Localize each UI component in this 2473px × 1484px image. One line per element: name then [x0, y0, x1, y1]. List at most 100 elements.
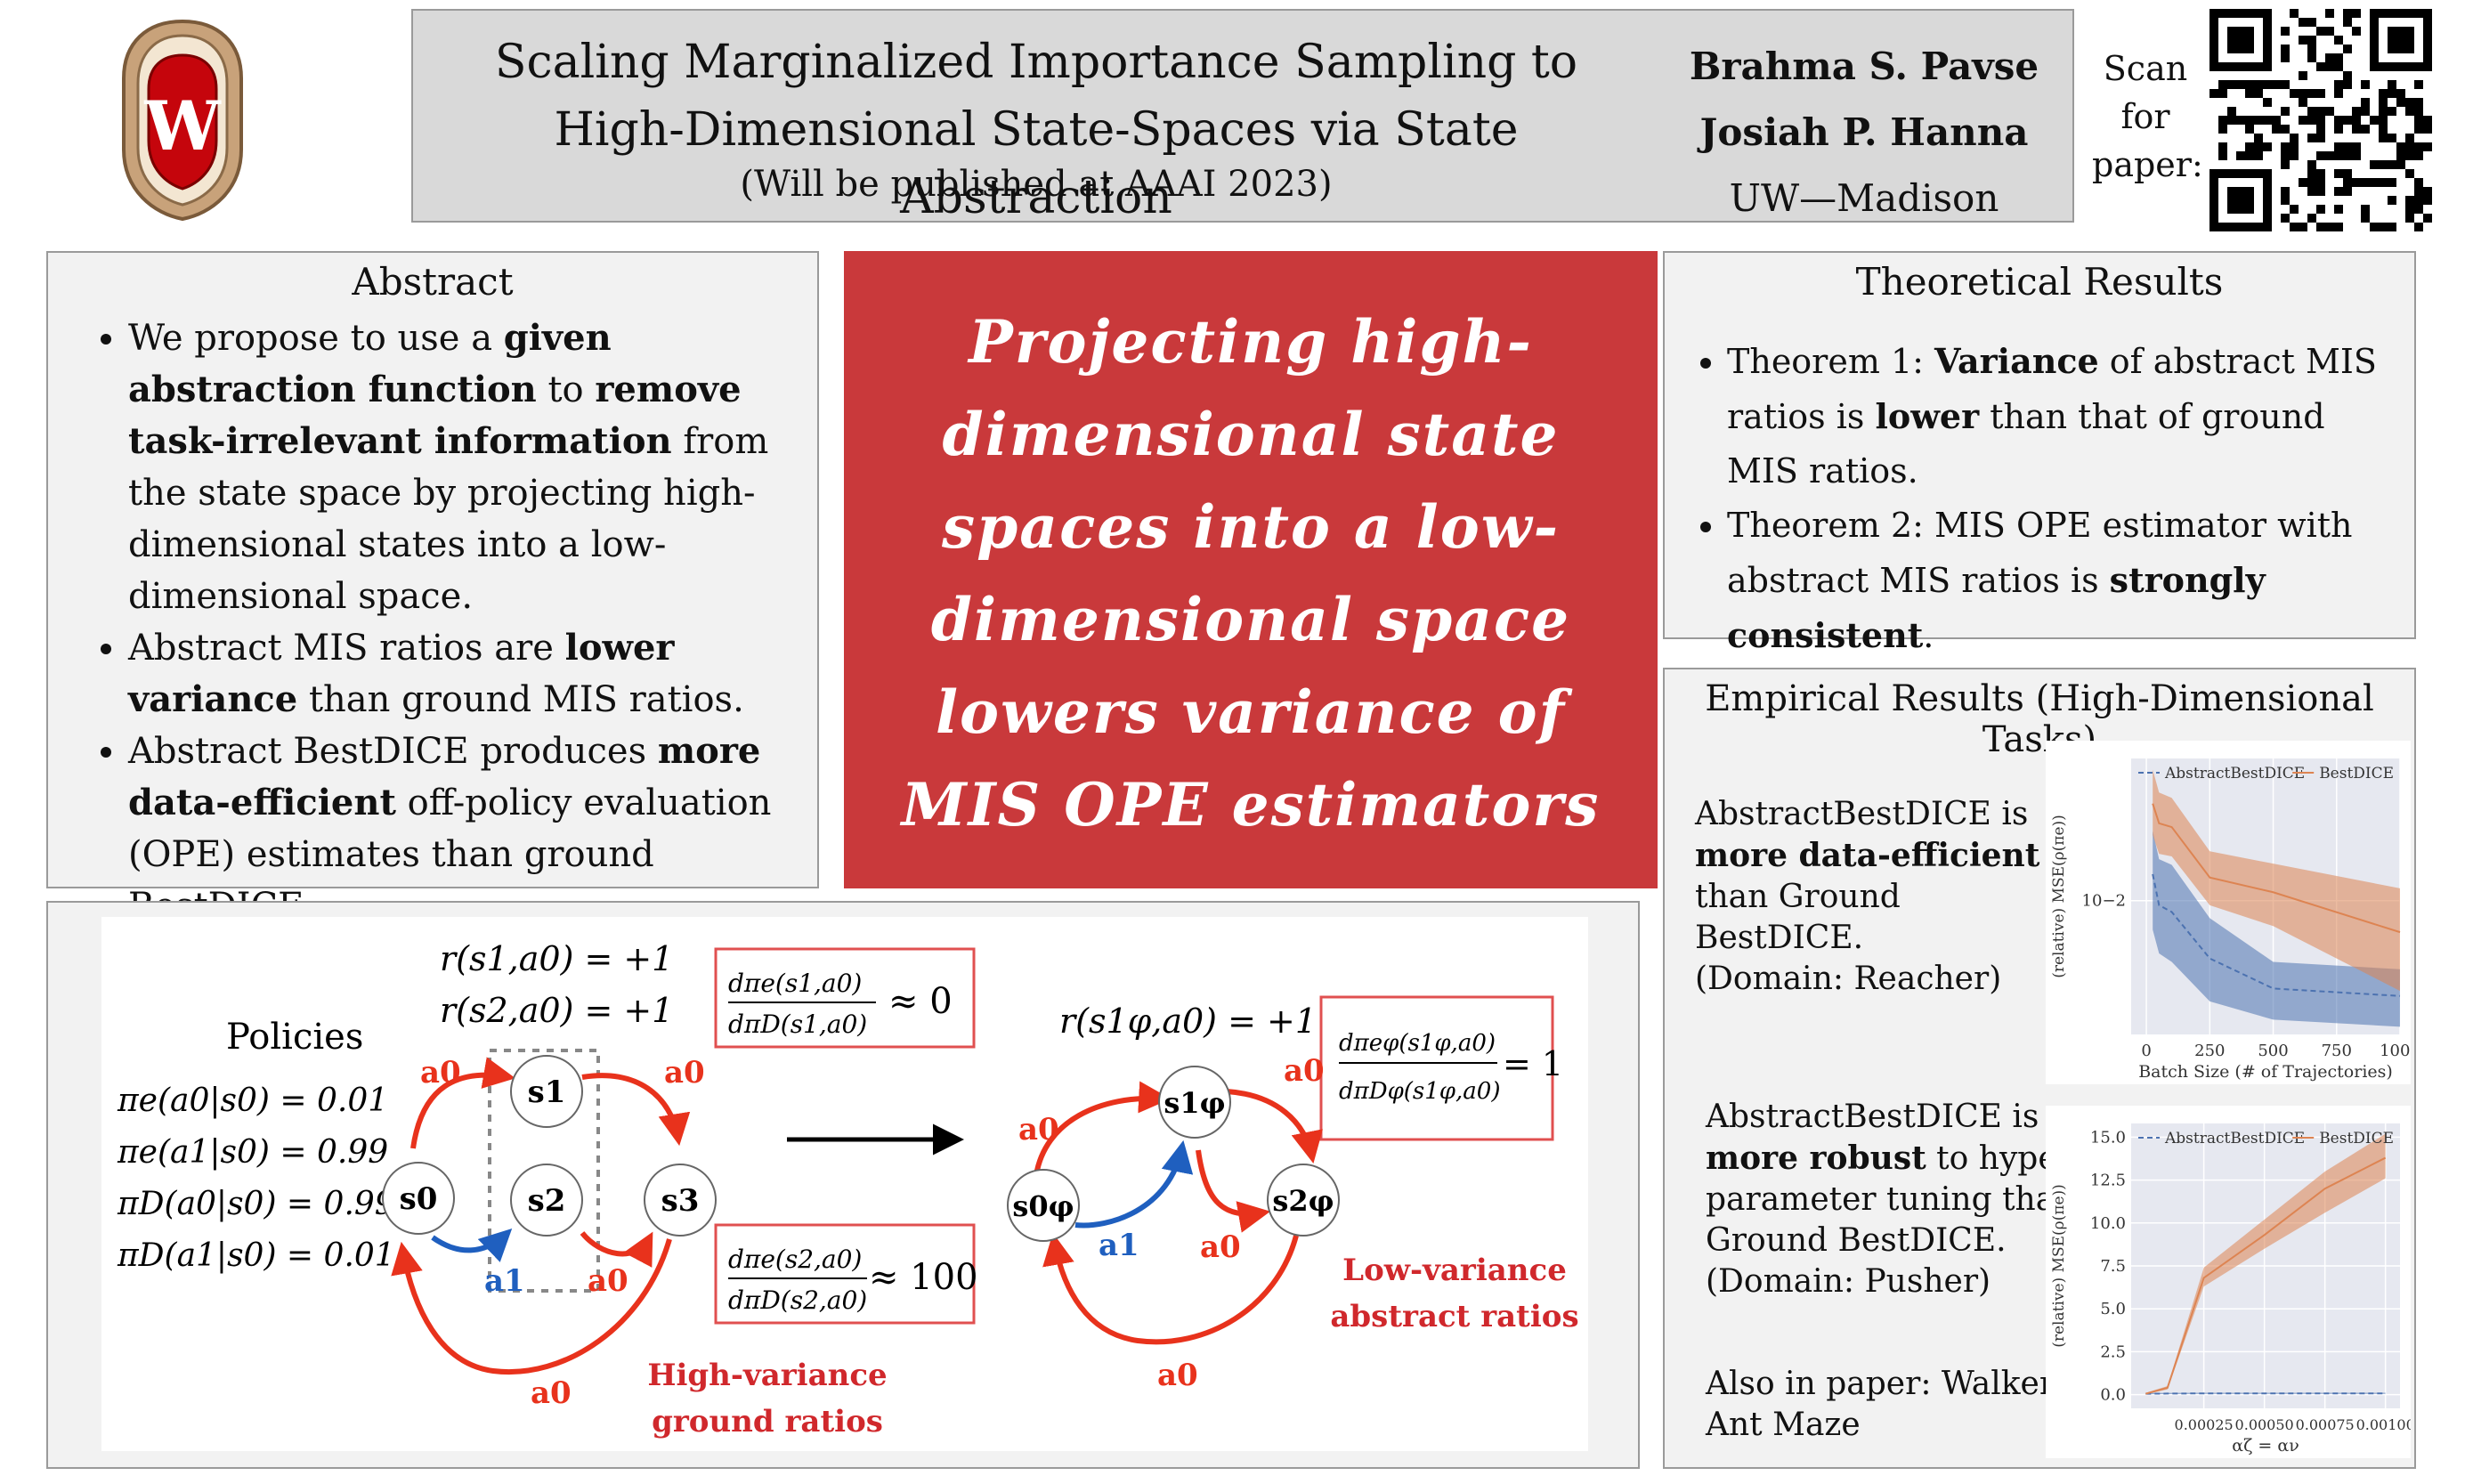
- theory-title: Theoretical Results: [1855, 260, 2224, 304]
- pusher-line-5: (Domain: Pusher): [1706, 1263, 1991, 1300]
- state-s3: s3: [661, 1183, 700, 1219]
- reacher-result-text: AbstractBestDICE is more data-efficient …: [1695, 794, 2069, 1000]
- y-axis-label: (relative) MSE(ρ(πe)): [2050, 1184, 2068, 1348]
- y-tick-label: 7.5: [2100, 1257, 2126, 1276]
- y-tick-label: 2.5: [2100, 1342, 2126, 1361]
- abstract-bullet-2: Abstract MIS ratios are lower variance t…: [128, 622, 782, 726]
- ratio-low-value: ≈ 0: [888, 981, 953, 1022]
- y-tick-label: 5.0: [2100, 1300, 2126, 1318]
- ratio-abs-den: dπDφ(s1φ,a0): [1339, 1078, 1500, 1105]
- qr-code-icon[interactable]: [2209, 9, 2432, 231]
- action-a0-label: a0: [1018, 1112, 1059, 1147]
- y-tick-label: 15.0: [2090, 1128, 2126, 1147]
- action-a1-label: a1: [484, 1263, 525, 1299]
- ratio-low-den: dπD(s1,a0): [728, 1010, 867, 1039]
- ratio-box-abstract: [1319, 995, 1554, 1141]
- x-tick-label: 0.00100: [2356, 1416, 2411, 1433]
- ratio-high-num: dπe(s2,a0): [728, 1245, 862, 1274]
- x-tick-label: 0.00050: [2235, 1416, 2294, 1433]
- title-banner: Scaling Marginalized Importance Sampling…: [411, 9, 2074, 224]
- action-a0-label: a0: [1200, 1229, 1241, 1265]
- ratio-abs-value: = 1: [1503, 1044, 1563, 1083]
- x-axis-label: αζ = αν: [2232, 1436, 2299, 1456]
- state-s2: s2: [528, 1183, 566, 1219]
- action-a0-label: a0: [1284, 1053, 1325, 1089]
- abstract-panel: Abstract We propose to use a given abstr…: [46, 251, 819, 927]
- uw-crest-logo: W: [111, 16, 254, 223]
- x-tick-label: 500: [2258, 1042, 2288, 1060]
- pusher-line-4: Ground BestDICE.: [1706, 1222, 2007, 1259]
- title-line-1: Scaling Marginalized Importance Sampling…: [494, 36, 1578, 89]
- reward-abstract: r(s1φ,a0) = +1: [1059, 1001, 1317, 1041]
- headline-line-5: lowers variance of: [935, 677, 1567, 747]
- y-tick-label: 10.0: [2090, 1214, 2126, 1233]
- paper-title: Scaling Marginalized Importance Sampling…: [431, 28, 1642, 231]
- other-line-1: Also in paper: Walker,: [1706, 1366, 2062, 1402]
- headline-line-4: dimensional space: [930, 585, 1571, 654]
- pusher-result-text: AbstractBestDICE is more robust to hyper…: [1706, 1097, 2080, 1302]
- y-tick-label: 0.0: [2100, 1386, 2126, 1405]
- series-band: [2153, 769, 2400, 992]
- x-tick-label: 0.00025: [2175, 1416, 2234, 1433]
- series-line: [2152, 873, 2401, 997]
- series-band: [2153, 831, 2400, 1027]
- headline-line-1: Projecting high-: [969, 307, 1533, 377]
- reward-s1: r(s1,a0) = +1: [440, 939, 673, 978]
- x-tick-label: 0.00075: [2296, 1416, 2355, 1433]
- high-variance-label-1: High-variance: [647, 1358, 887, 1393]
- action-a0-label: a0: [1157, 1358, 1198, 1393]
- headline-line-2: dimensional state: [942, 400, 1560, 469]
- state-s0: s0: [400, 1181, 438, 1217]
- legend-entry: AbstractBestDICE: [2164, 765, 2305, 783]
- logo-letter: W: [143, 86, 222, 166]
- headline-line-3: spaces into a low-: [942, 492, 1560, 562]
- x-tick-label: 250: [2194, 1042, 2225, 1060]
- legend-entry: BestDICE: [2319, 1130, 2394, 1147]
- policies-title: Policies: [226, 1017, 363, 1058]
- empirical-results-panel: Empirical Results (High-Dimensional Task…: [1663, 668, 2416, 1469]
- theory-list: Theorem 1: Variance of abstract MIS rati…: [1665, 334, 2414, 663]
- ratio-high-value: ≈ 100: [869, 1257, 978, 1298]
- policy-2: πe(a1|s0) = 0.99: [117, 1134, 388, 1171]
- diagram-panel: Policies πe(a0|s0) = 0.01 πe(a1|s0) = 0.…: [46, 901, 1640, 1469]
- key-message: Projecting high- dimensional state space…: [844, 251, 1658, 888]
- abstract-bullet-1: We propose to use a given abstraction fu…: [128, 312, 782, 622]
- affiliation: UW—Madison: [1729, 176, 1999, 220]
- policy-4: πD(a1|s0) = 0.01: [117, 1237, 395, 1274]
- reacher-line-4: (Domain: Reacher): [1695, 961, 2002, 997]
- policy-1: πe(a0|s0) = 0.01: [117, 1083, 388, 1119]
- ratio-box-high: [714, 1223, 976, 1325]
- state-s1: s1: [528, 1074, 566, 1110]
- action-a0-label: a0: [531, 1375, 572, 1411]
- mdp-abstraction-diagram: Policies πe(a0|s0) = 0.01 πe(a1|s0) = 0.…: [101, 917, 1588, 1451]
- series-line: [2145, 1156, 2387, 1395]
- y-tick-label: 12.5: [2090, 1172, 2126, 1190]
- abstract-list: We propose to use a given abstraction fu…: [48, 312, 817, 932]
- ratio-abs-num: dπeφ(s1φ,a0): [1339, 1030, 1496, 1057]
- reacher-line-3: than Ground BestDICE.: [1695, 879, 1901, 956]
- title-line-2: High-Dimensional State-Spaces via State …: [554, 103, 1519, 224]
- reacher-line-2: more data-efficient: [1695, 837, 2040, 874]
- other-line-2: Ant Maze: [1706, 1407, 1861, 1443]
- scan-label: Scan for paper:: [2092, 45, 2203, 189]
- ratio-low-num: dπe(s1,a0): [728, 969, 862, 998]
- publication-note: (Will be published at AAAI 2023): [740, 164, 1333, 205]
- author-1: Brahma S. Pavse: [1689, 45, 2039, 88]
- action-a0-label: a0: [588, 1263, 628, 1299]
- ratio-box-low: [714, 947, 976, 1049]
- high-variance-label-2: ground ratios: [652, 1404, 883, 1439]
- state-s2-phi: s2φ: [1272, 1184, 1334, 1218]
- x-axis-label: Batch Size (# of Trajectories): [2138, 1062, 2393, 1082]
- legend-entry: AbstractBestDICE: [2164, 1130, 2305, 1147]
- action-a1-label: a1: [1099, 1228, 1139, 1263]
- scan-line-1: Scan: [2103, 49, 2188, 88]
- state-s1-phi: s1φ: [1164, 1086, 1225, 1120]
- scan-line-3: paper:: [2092, 145, 2203, 184]
- legend-entry: BestDICE: [2319, 765, 2394, 783]
- other-domains-text: Also in paper: Walker, Ant Maze: [1706, 1364, 2080, 1446]
- theoretical-results-panel: Theoretical Results Theorem 1: Variance …: [1663, 251, 2416, 655]
- headline-line-6: MIS OPE estimators: [901, 770, 1601, 839]
- low-variance-label-2: abstract ratios: [1330, 1299, 1578, 1334]
